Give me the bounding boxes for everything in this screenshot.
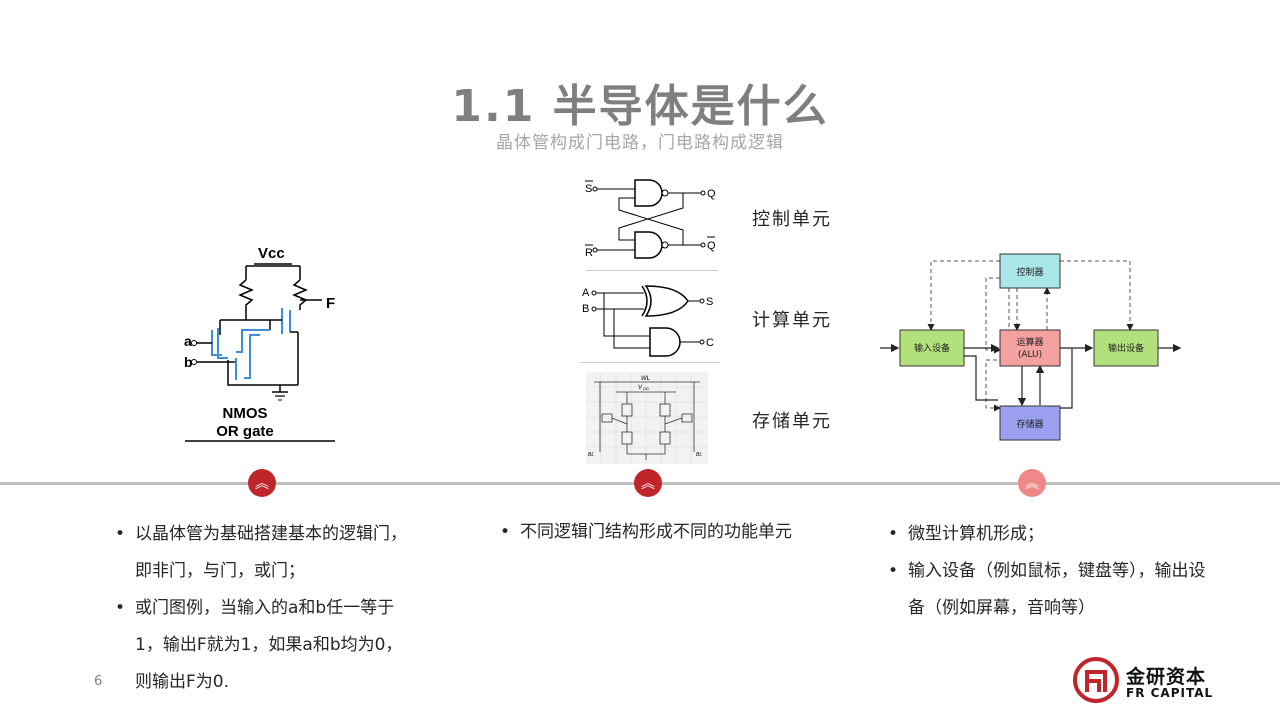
- logo-english-name: FR CAPITAL: [1126, 686, 1214, 700]
- sram-wl-label: WL: [641, 376, 650, 382]
- column-2-bullets: 不同逻辑门结构形成不同的功能单元: [500, 514, 800, 551]
- bullet-item: 或门图例，当输入的a和b任一等于1，输出F就为1，如果a和b均为0，则输出F为0…: [115, 590, 415, 701]
- vcc-label: Vcc: [258, 245, 285, 262]
- nmos-caption-1: NMOS: [223, 405, 268, 422]
- bullet-item: 不同逻辑门结构形成不同的功能单元: [500, 514, 800, 551]
- page-number: 6: [94, 674, 103, 689]
- latch-qbar-label: Q: [707, 240, 716, 252]
- timeline-marker-1: ︽: [248, 469, 276, 497]
- svg-text:BL: BL: [696, 452, 702, 458]
- nmos-or-gate-diagram: Vcc F a b NMOS OR gate: [184, 245, 335, 442]
- half-adder-diagram: A B S C: [582, 285, 714, 357]
- computer-architecture-diagram: 控制器 运算器 (ALU) 输入设备 输出设备 存储器: [880, 253, 1182, 441]
- fr-capital-logo-icon: [1073, 657, 1119, 703]
- page-subtitle: 晶体管构成门电路，门电路构成逻辑: [496, 133, 784, 153]
- sram-vdd-label: V: [638, 385, 643, 391]
- chevron-up-icon: ︽: [255, 476, 269, 492]
- chevron-up-icon: ︽: [641, 476, 655, 492]
- control-unit-label: 控制单元: [752, 209, 832, 230]
- nmos-caption-2: OR gate: [216, 423, 274, 440]
- latch-s-label: S: [585, 183, 592, 195]
- sram-vdd-sub: DD: [643, 386, 649, 391]
- chevron-up-icon: ︽: [1025, 476, 1039, 492]
- input-box-label: 输入设备: [914, 342, 950, 354]
- bullet-item: 微型计算机形成；: [888, 516, 1208, 553]
- storage-unit-label: 存储单元: [752, 411, 832, 432]
- output-box-label: 输出设备: [1108, 342, 1144, 354]
- adder-s-label: S: [706, 296, 713, 308]
- sram-cell-diagram: WL V DD BL BL: [586, 372, 708, 464]
- page-title: 1.1 半导体是什么: [451, 81, 829, 132]
- latch-r-label: R: [585, 247, 593, 259]
- input-a-label: a: [184, 333, 192, 349]
- timeline-marker-2: ︽: [634, 469, 662, 497]
- logo-chinese-name: 金研资本: [1126, 666, 1207, 688]
- latch-q-label: Q: [707, 188, 716, 200]
- output-f-label: F: [326, 295, 335, 312]
- bullet-item: 以晶体管为基础搭建基本的逻辑门，即非门，与门，或门；: [115, 516, 415, 590]
- input-b-label: b: [184, 354, 193, 370]
- bullet-item: 输入设备（例如鼠标，键盘等），输出设备（例如屏幕，音响等）: [888, 553, 1208, 627]
- controller-box-label: 控制器: [1016, 266, 1043, 278]
- alu-box-label: 运算器: [1016, 336, 1043, 348]
- sr-latch-diagram: S Q R Q: [585, 179, 716, 259]
- adder-c-label: C: [706, 337, 714, 349]
- timeline-marker-3: ︽: [1018, 469, 1046, 497]
- adder-a-label: A: [582, 287, 590, 299]
- adder-b-label: B: [582, 303, 589, 315]
- memory-box-label: 存储器: [1016, 418, 1043, 430]
- column-1-bullets: 以晶体管为基础搭建基本的逻辑门，即非门，与门，或门； 或门图例，当输入的a和b任…: [115, 516, 415, 701]
- svg-text:BL: BL: [588, 452, 594, 458]
- alu-box-sublabel: (ALU): [1018, 350, 1042, 360]
- column-3-bullets: 微型计算机形成； 输入设备（例如鼠标，键盘等），输出设备（例如屏幕，音响等）: [888, 516, 1208, 627]
- compute-unit-label: 计算单元: [752, 310, 832, 331]
